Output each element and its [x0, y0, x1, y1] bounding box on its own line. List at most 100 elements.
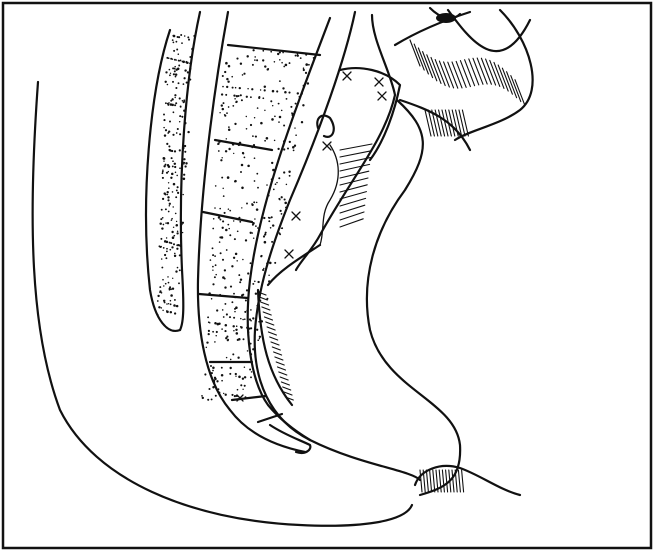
stipple-dot [223, 102, 225, 104]
stipple-dot [162, 177, 164, 179]
stipple-dot [225, 94, 227, 96]
stipple-dot [187, 131, 189, 133]
stipple-dot [173, 42, 175, 44]
stipple-dot [179, 244, 181, 246]
stipple-dot [181, 224, 183, 226]
stipple-dot [240, 326, 242, 328]
stipple-dot [178, 82, 180, 84]
stipple-dot [270, 100, 272, 102]
stipple-dot [172, 278, 173, 279]
stipple-dot [303, 67, 305, 69]
stipple-dot [174, 253, 176, 255]
stipple-dot [300, 57, 302, 59]
stipple-dot [226, 86, 228, 88]
stipple-dot [179, 149, 181, 151]
stipple-dot [279, 233, 281, 235]
stipple-dot [184, 122, 187, 125]
stipple-dot [224, 278, 226, 280]
stipple-dot [189, 68, 191, 70]
stipple-dot [214, 255, 216, 257]
stipple-dot [234, 296, 236, 298]
stipple-dot [208, 388, 210, 390]
stipple-dot [254, 218, 256, 220]
stipple-dot [276, 90, 278, 92]
stipple-dot [246, 116, 247, 117]
hatch-line [452, 62, 462, 88]
stipple-dot [229, 234, 231, 236]
stipple-dot [182, 61, 185, 64]
stipple-dot [282, 87, 284, 89]
stipple-dot [268, 217, 270, 219]
stipple-dot [222, 75, 224, 77]
stipple-dot [235, 373, 237, 375]
hatch-line [477, 58, 487, 84]
stipple-dot [281, 62, 283, 64]
stipple-dot [221, 104, 223, 106]
stipple-dot [226, 313, 228, 315]
stipple-dot [283, 148, 285, 150]
stipple-dot [238, 338, 241, 341]
stipple-dot [234, 123, 236, 125]
hatch-line [462, 470, 464, 492]
stipple-dot [169, 286, 171, 288]
stipple-dot [228, 148, 230, 150]
stipple-dot [171, 157, 173, 159]
stipple-dot [179, 133, 181, 135]
stipple-dot [270, 51, 272, 53]
stipple-dot [284, 91, 287, 94]
stipple-dot [246, 55, 248, 57]
stipple-dot [268, 195, 270, 197]
hatch-line [426, 470, 428, 492]
stipple-dot [250, 343, 252, 345]
stipple-dot [173, 304, 176, 307]
hatch-line [507, 72, 517, 98]
stipple-dot [189, 79, 191, 81]
hatch-line [270, 337, 278, 340]
stipple-dot [172, 206, 173, 207]
stipple-dot [214, 276, 216, 278]
stipple-dot [167, 132, 169, 134]
stipple-dot [297, 92, 299, 94]
stipple-dot [174, 150, 176, 152]
stipple-dot [232, 105, 234, 107]
stipple-dot [283, 171, 285, 173]
stipple-dot [175, 213, 177, 215]
stipple-dot [297, 55, 299, 57]
rectal-tube [255, 12, 460, 495]
stipple-dot [227, 339, 229, 341]
stipple-dot [204, 373, 206, 375]
hatch-line [425, 110, 431, 136]
stipple-dot [293, 150, 295, 152]
stipple-dot [193, 35, 195, 37]
stipple-dot [226, 357, 227, 358]
stipple-dot [182, 100, 184, 102]
stipple-dot [243, 73, 245, 75]
stipple-dot [239, 142, 242, 145]
stipple-dot [221, 93, 223, 95]
stipple-dot [286, 98, 288, 100]
stipple-dot [163, 285, 164, 286]
stipple-dot [274, 115, 276, 117]
stipple-dot [231, 76, 233, 78]
stipple-dot [228, 208, 230, 210]
stipple-dot [173, 235, 175, 237]
stipple-dot [233, 317, 235, 319]
stipple-dot [244, 385, 246, 387]
stipple-dot [167, 191, 169, 193]
stipple-dot [166, 311, 169, 314]
stipple-dot [172, 134, 174, 136]
stipple-dot [264, 233, 266, 235]
stipple-dot [177, 267, 179, 269]
stipple-dot [187, 36, 189, 38]
stipple-dot [173, 111, 175, 113]
stipple-dot [277, 148, 279, 150]
hatch-line [435, 110, 441, 136]
stipple-dot [242, 74, 244, 76]
stipple-dot [181, 116, 183, 118]
stipple-dot [226, 138, 227, 139]
stipple-dot [305, 72, 307, 74]
stipple-dot [218, 150, 220, 152]
stipple-dot [229, 373, 231, 375]
stipple-dot [225, 150, 227, 152]
stipple-dot [250, 124, 252, 126]
